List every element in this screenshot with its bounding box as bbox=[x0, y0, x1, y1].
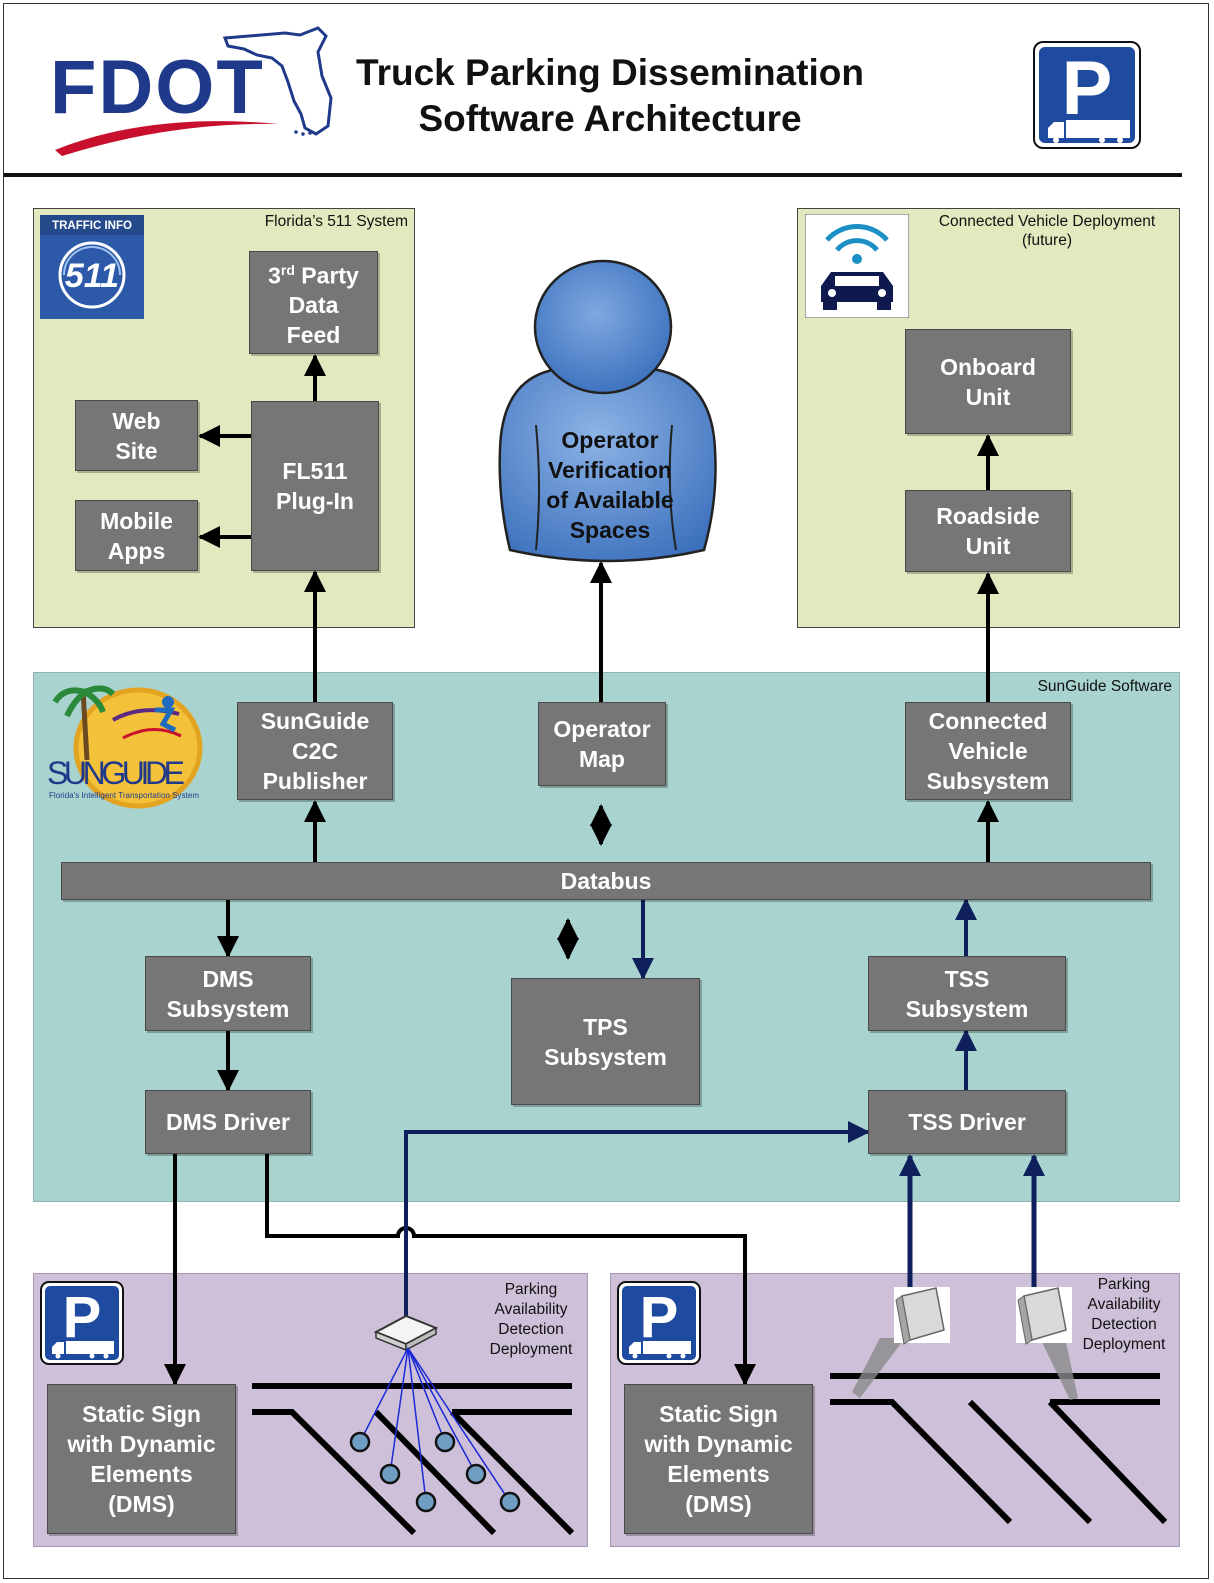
operator-map-box: Operator Map bbox=[538, 702, 666, 786]
svg-text:P: P bbox=[640, 1285, 679, 1350]
parking-lot-left bbox=[252, 1383, 575, 1536]
cv-region-label: Connected Vehicle Deployment (future) bbox=[920, 212, 1174, 250]
dms-driver-box: DMS Driver bbox=[145, 1090, 311, 1154]
third-party-ordinal: 3 bbox=[268, 262, 281, 289]
truck-parking-sign-right-icon: P bbox=[617, 1281, 701, 1365]
traffic-info-511-icon: TRAFFIC INFO 511 bbox=[40, 215, 144, 319]
dms-subsystem-box: DMS Subsystem bbox=[145, 956, 311, 1031]
sunguide-region-label: SunGuide Software bbox=[1037, 678, 1172, 695]
third-party-data-feed-box: 3rd Party Data Feed bbox=[249, 251, 378, 354]
onboard-unit-box: Onboard Unit bbox=[905, 329, 1071, 434]
roadside-unit-box: Roadside Unit bbox=[905, 490, 1071, 572]
svg-text:Florida's Intelligent Transpor: Florida's Intelligent Transportation Sys… bbox=[49, 791, 199, 800]
parking-lot-right bbox=[830, 1373, 1168, 1525]
tss-subsystem-box: TSS Subsystem bbox=[868, 956, 1066, 1031]
truck-parking-sign-left-icon: P bbox=[40, 1281, 124, 1365]
web-site-box: Web Site bbox=[75, 400, 198, 471]
svg-text:P: P bbox=[1062, 46, 1113, 131]
arrow-detector-to-tssdriver bbox=[404, 1121, 870, 1320]
tps-subsystem-box: TPS Subsystem bbox=[511, 978, 700, 1105]
header-divider bbox=[4, 173, 1182, 177]
operator-verification-label: Operator Verification of Available Space… bbox=[546, 427, 674, 543]
svg-text:TRAFFIC INFO: TRAFFIC INFO bbox=[52, 220, 132, 232]
page-title: Truck Parking Dissemination Software Arc… bbox=[340, 50, 880, 142]
parking-right-label: Parking Availability Detection Deploymen… bbox=[1082, 1276, 1166, 1353]
third-party-ordinal-suffix: rd bbox=[280, 261, 295, 278]
static-sign-right-box: Static Sign with Dynamic Elements (DMS) bbox=[624, 1384, 813, 1534]
truck-parking-sign-icon: P bbox=[1033, 41, 1141, 149]
title-line-2: Software Architecture bbox=[418, 98, 802, 139]
fdot-logo: FDOT bbox=[50, 26, 333, 156]
wireless-detector-icon bbox=[373, 1314, 439, 1352]
svg-text:P: P bbox=[63, 1285, 102, 1350]
third-party-rest: Data Feed bbox=[286, 292, 341, 349]
operator-person-icon bbox=[498, 259, 717, 563]
radar-sensor-icon bbox=[852, 1287, 1078, 1400]
connected-car-wifi-icon bbox=[805, 214, 909, 318]
cv-label-line-1: Connected Vehicle Deployment bbox=[938, 213, 1156, 230]
fl511-region-label: Florida’s 511 System bbox=[264, 213, 408, 230]
third-party-line-1: 3rd Party bbox=[268, 255, 359, 291]
in-ground-sensors bbox=[349, 1431, 521, 1513]
diagram-frame bbox=[3, 3, 1209, 1579]
mobile-apps-box: Mobile Apps bbox=[75, 500, 198, 571]
databus-bar: Databus bbox=[61, 862, 1151, 900]
tss-driver-box: TSS Driver bbox=[868, 1090, 1066, 1154]
third-party-word: Party bbox=[294, 262, 359, 289]
static-sign-left-box: Static Sign with Dynamic Elements (DMS) bbox=[47, 1384, 236, 1534]
title-line-1: Truck Parking Dissemination bbox=[356, 52, 864, 93]
sensor-links bbox=[359, 1347, 511, 1503]
svg-text:SUNGUIDE: SUNGUIDE bbox=[47, 755, 185, 791]
cv-label-line-2: (future) bbox=[1022, 232, 1072, 249]
sunguide-logo: SUNGUIDE Florida's Intelligent Transport… bbox=[47, 685, 203, 809]
parking-left-label: Parking Availability Detection Deploymen… bbox=[489, 1281, 573, 1358]
fl511-plugin-box: FL511 Plug-In bbox=[251, 401, 379, 571]
fdot-wordmark: FDOT bbox=[50, 45, 265, 130]
sunguide-c2c-publisher-box: SunGuide C2C Publisher bbox=[237, 702, 393, 800]
svg-text:511: 511 bbox=[65, 257, 119, 295]
connected-vehicle-subsystem-box: Connected Vehicle Subsystem bbox=[905, 702, 1071, 800]
